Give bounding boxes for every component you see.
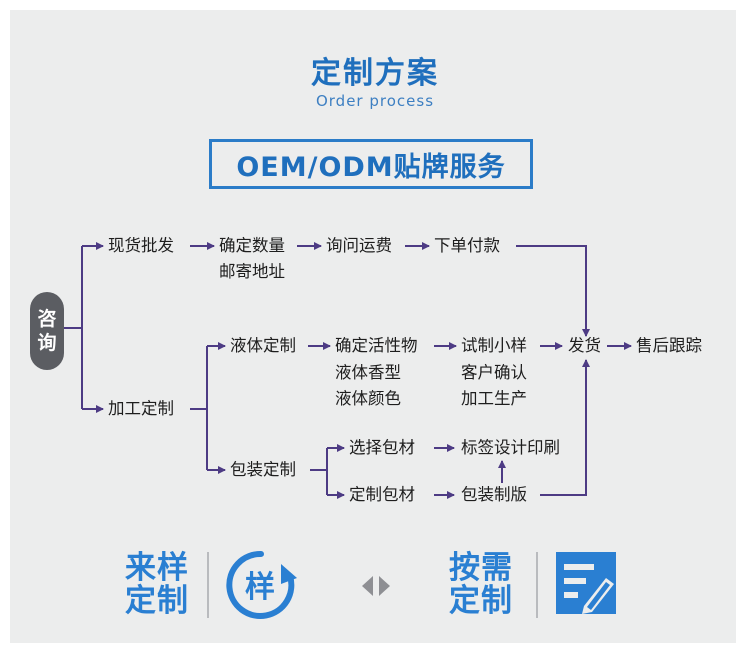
page-title: 定制方案 xyxy=(311,56,439,91)
demand-custom-line2: 定制 xyxy=(449,583,513,619)
node-label-design: 标签设计印刷 xyxy=(461,438,560,457)
node-postal-addr: 邮寄地址 xyxy=(219,262,285,281)
service-banner-label: OEM/ODM贴牌服务 xyxy=(236,151,506,183)
node-confirm-qty: 确定数量 xyxy=(219,236,285,255)
node-package-custom: 包装定制 xyxy=(230,460,296,479)
sample-icon-glyph: 样 xyxy=(245,570,275,605)
consult-char-1: 咨 xyxy=(37,308,57,330)
connector-order-ship xyxy=(516,245,590,337)
node-ask-freight: 询问运费 xyxy=(326,236,392,255)
node-confirm-active: 确定活性物 xyxy=(335,336,418,355)
footer-divider-left xyxy=(207,552,209,618)
page-subtitle: Order process xyxy=(315,92,435,110)
content-panel xyxy=(10,10,736,643)
node-customer-confirm: 客户确认 xyxy=(461,363,527,382)
demand-custom-line1: 按需 xyxy=(449,550,513,586)
refresh-circle-icon: 样 xyxy=(226,550,297,619)
footer-divider-right xyxy=(536,552,538,618)
exchange-arrows-icon xyxy=(362,576,390,596)
node-stock: 现货批发 xyxy=(108,236,174,255)
connector-plate-ship xyxy=(540,359,590,496)
sample-custom-line2: 定制 xyxy=(125,583,189,619)
sample-custom-line1: 来样 xyxy=(125,550,189,586)
consult-pill: 咨 询 xyxy=(30,292,64,370)
node-liquid-fragrance: 液体香型 xyxy=(335,363,401,382)
node-custom-material: 定制包材 xyxy=(349,485,415,504)
node-custom: 加工定制 xyxy=(108,399,174,418)
node-trial-sample: 试制小样 xyxy=(461,336,527,355)
node-choose-material: 选择包材 xyxy=(349,438,415,457)
service-banner: OEM/ODM贴牌服务 xyxy=(209,139,533,189)
consult-char-2: 询 xyxy=(37,332,57,354)
node-production: 加工生产 xyxy=(461,389,527,408)
node-liquid-custom: 液体定制 xyxy=(230,336,296,355)
node-liquid-color: 液体颜色 xyxy=(335,389,401,408)
node-package-plate: 包装制版 xyxy=(461,485,527,504)
node-place-order: 下单付款 xyxy=(434,236,500,255)
node-after-sales: 售后跟踪 xyxy=(636,336,702,355)
document-edit-icon xyxy=(556,552,616,614)
node-ship: 发货 xyxy=(568,336,601,355)
